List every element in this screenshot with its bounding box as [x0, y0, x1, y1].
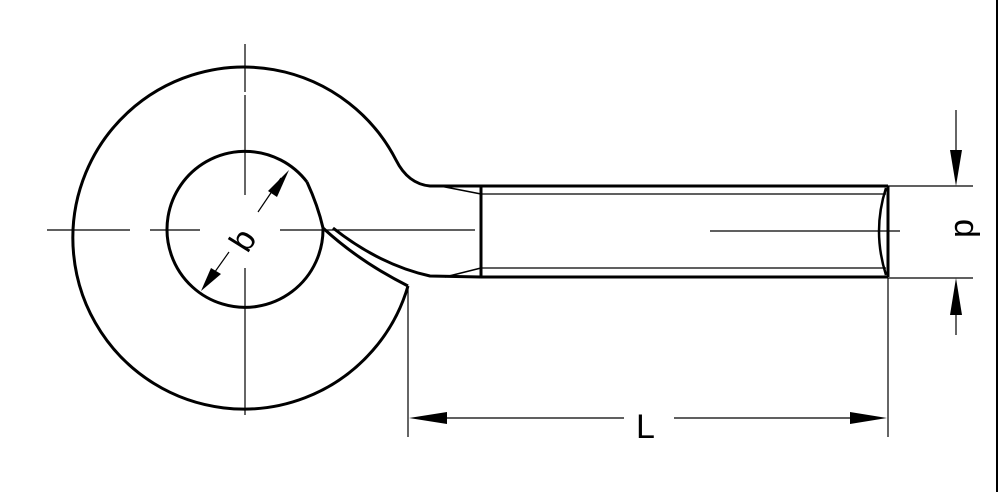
hook-tip — [321, 226, 409, 288]
centerlines — [47, 44, 900, 415]
dimension-label-d: d — [947, 219, 985, 238]
outer-eye-contour — [71, 65, 481, 411]
dimension-d: d — [888, 110, 985, 335]
threaded-shank — [479, 184, 890, 279]
inner-eye-circle — [165, 149, 325, 309]
dimension-label-L: L — [636, 408, 655, 446]
dimension-L: L — [407, 278, 889, 446]
